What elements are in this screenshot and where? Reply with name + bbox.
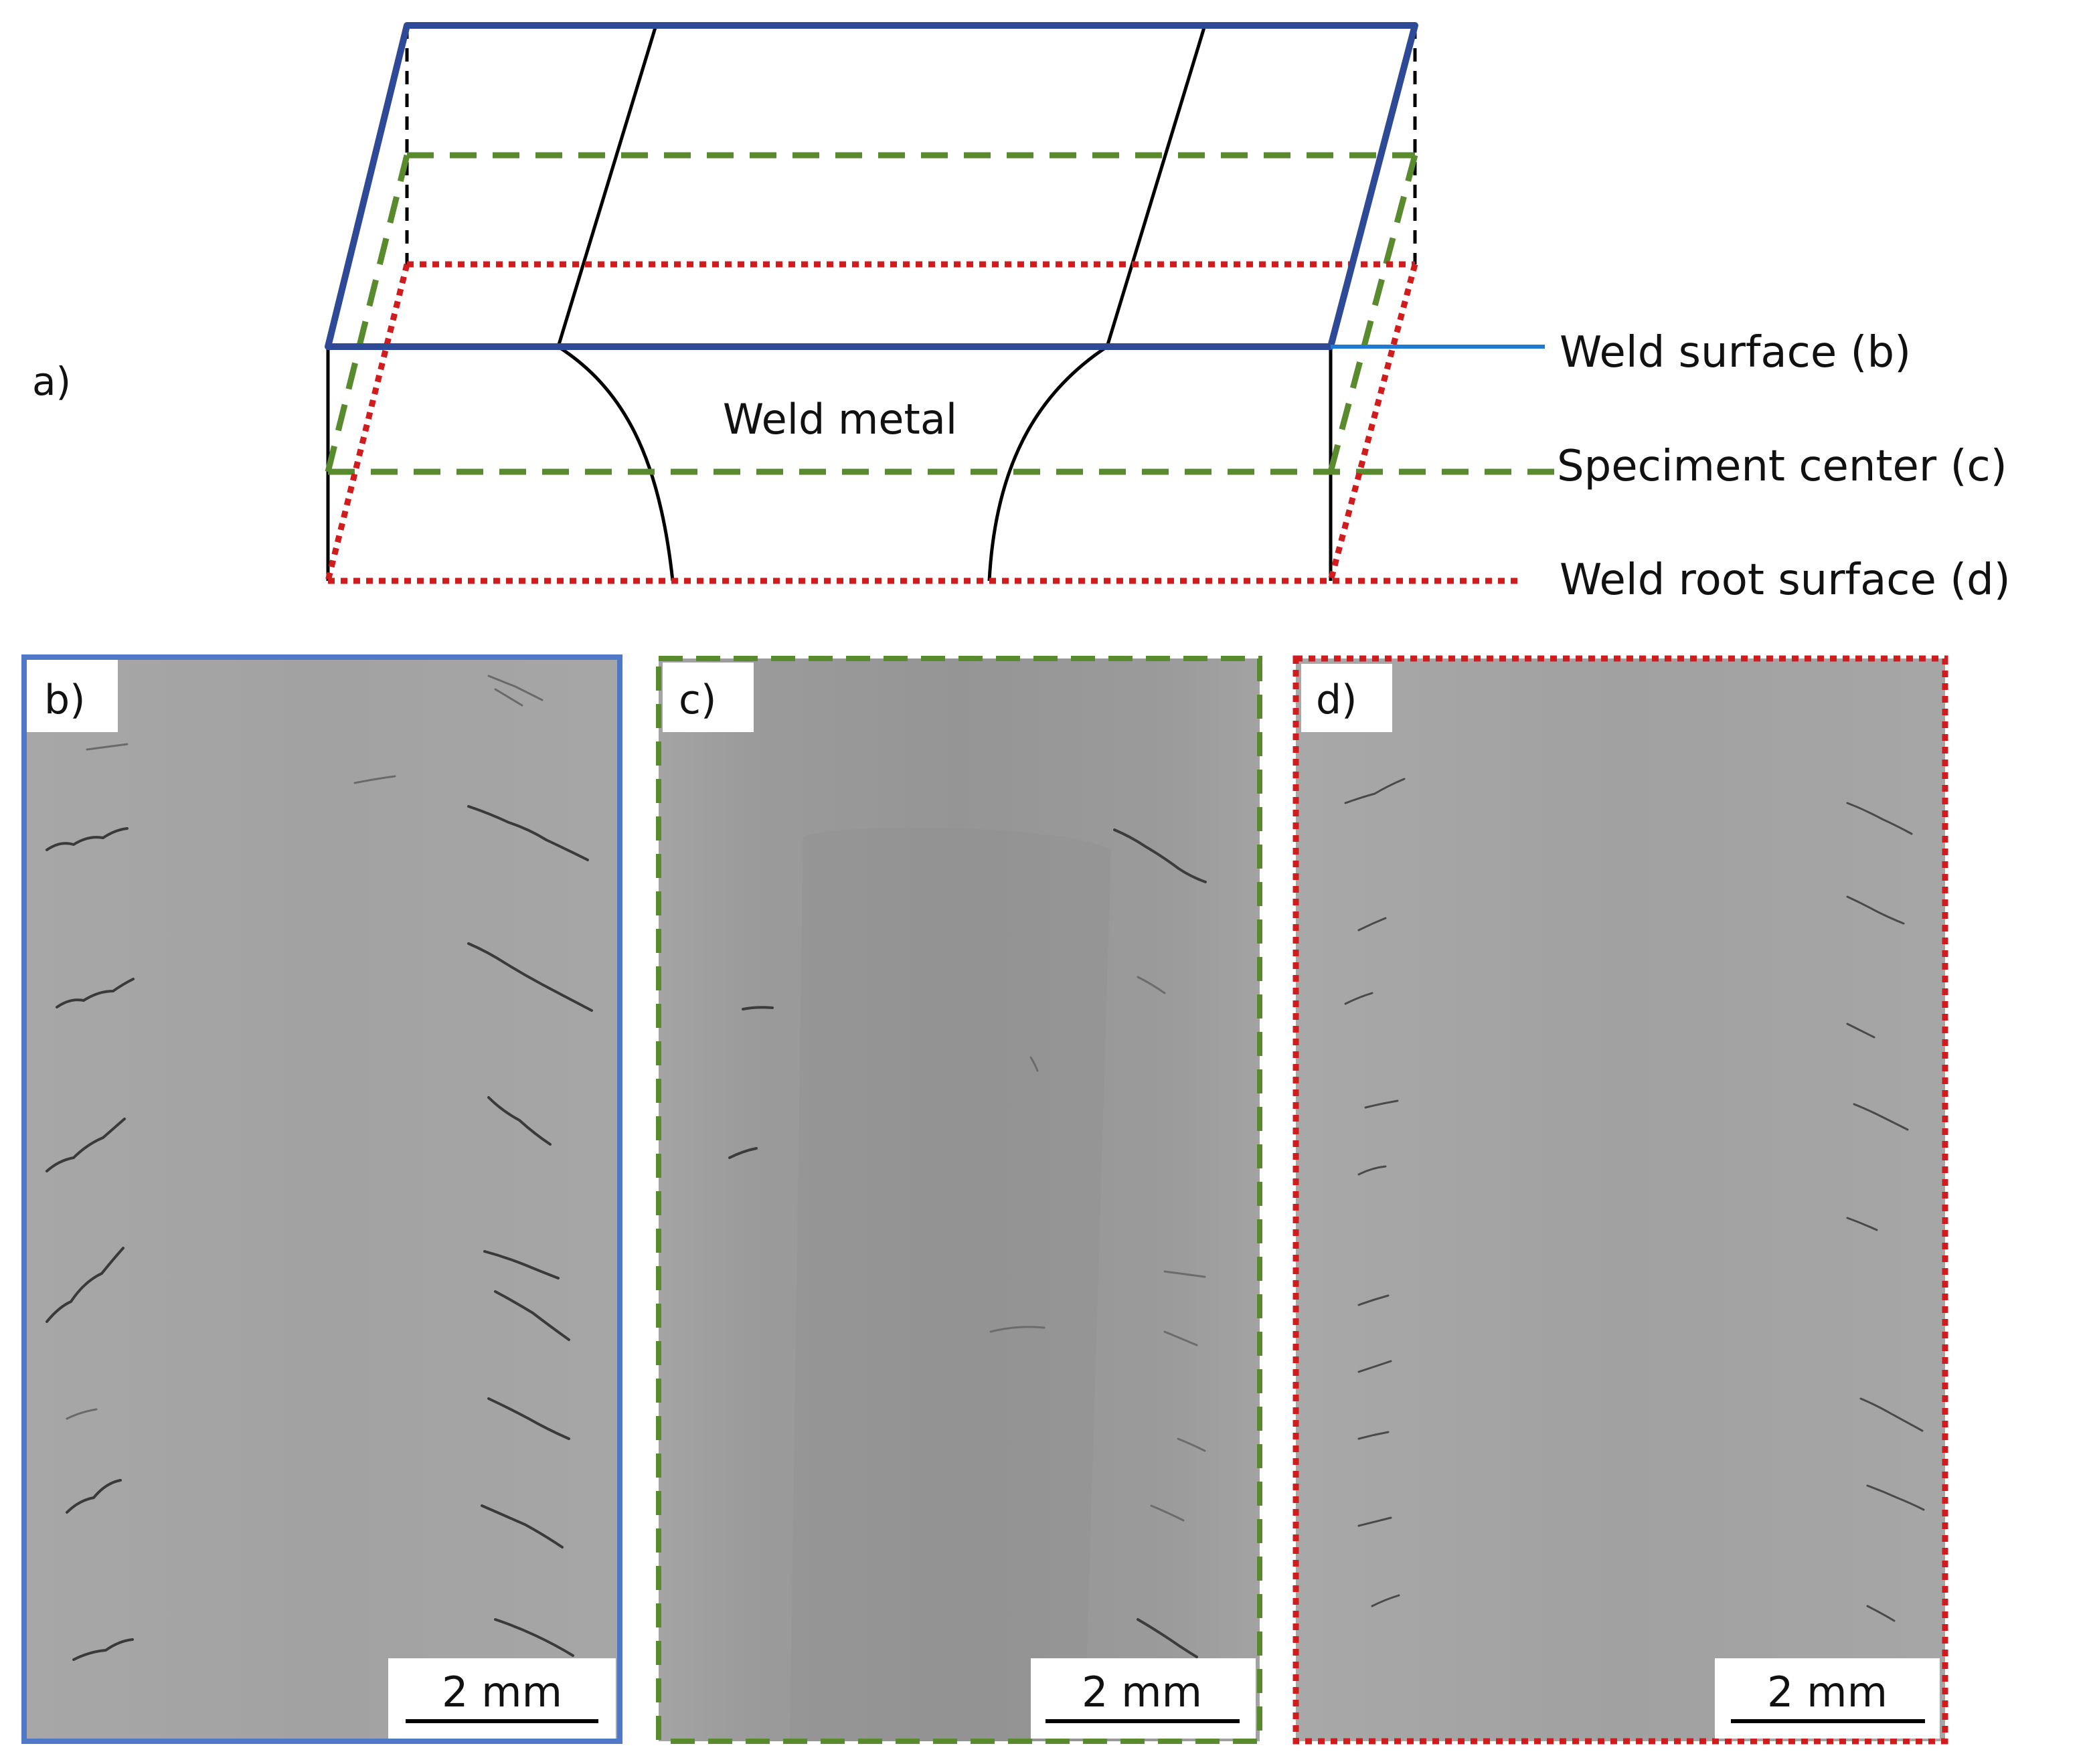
micrograph-d: d) 2 mm [1292, 655, 1948, 1745]
weld-profile-curves [557, 345, 1108, 582]
front-edges [326, 347, 1333, 581]
scale-bar-c-box [1031, 1658, 1256, 1739]
scale-bar-d-box [1715, 1658, 1940, 1739]
micrograph-b-image [24, 657, 620, 1741]
scale-bar-c-label: 2 mm [1082, 1668, 1202, 1716]
micrograph-d-tag: d) [1316, 677, 1357, 723]
crack-marks-c [728, 828, 1207, 1658]
crack-marks-c-faint [989, 976, 1206, 1522]
micrograph-c-frame [656, 656, 1262, 1744]
label-specimen-center: Speciment center (c) [1557, 442, 2007, 491]
panel-a-schematic: a) Weld metal [32, 22, 2011, 605]
back-edges [405, 25, 1417, 264]
micrograph-c: c) 2 mm [656, 656, 1262, 1744]
plane-weld-surface [325, 22, 1418, 350]
panel-a-tag: a) [32, 359, 71, 404]
label-weld-root-surface: Weld root surface (d) [1560, 555, 2011, 605]
micrograph-b-tag-box [27, 660, 118, 732]
label-weld-surface: Weld surface (b) [1560, 328, 1911, 377]
scale-bar-d-label: 2 mm [1767, 1668, 1888, 1716]
micrograph-d-tag-box [1301, 664, 1392, 732]
plane-specimen-center [325, 152, 1560, 475]
scale-bar-b-box [388, 1658, 616, 1739]
scale-bar-b-label: 2 mm [442, 1668, 562, 1716]
fusion-lines-top [556, 25, 1207, 347]
micrograph-d-image [1296, 658, 1945, 1741]
micrograph-c-image [659, 658, 1260, 1741]
micrograph-c-tag-box [663, 663, 754, 732]
micrograph-b-tag: b) [44, 677, 86, 723]
plane-weld-root-surface [325, 261, 1521, 584]
micrograph-b-frame [21, 654, 622, 1744]
micrograph-c-weld-zone [790, 827, 1111, 1741]
micrograph-b: b) 2 mm [21, 654, 622, 1744]
crack-marks-d [1344, 778, 1925, 1622]
crack-marks-b [46, 805, 593, 1661]
crack-marks-b-faint [66, 675, 543, 1420]
weld-metal-label: Weld metal [723, 395, 957, 444]
micrograph-d-frame [1292, 655, 1948, 1745]
micrograph-c-tag: c) [679, 677, 716, 723]
